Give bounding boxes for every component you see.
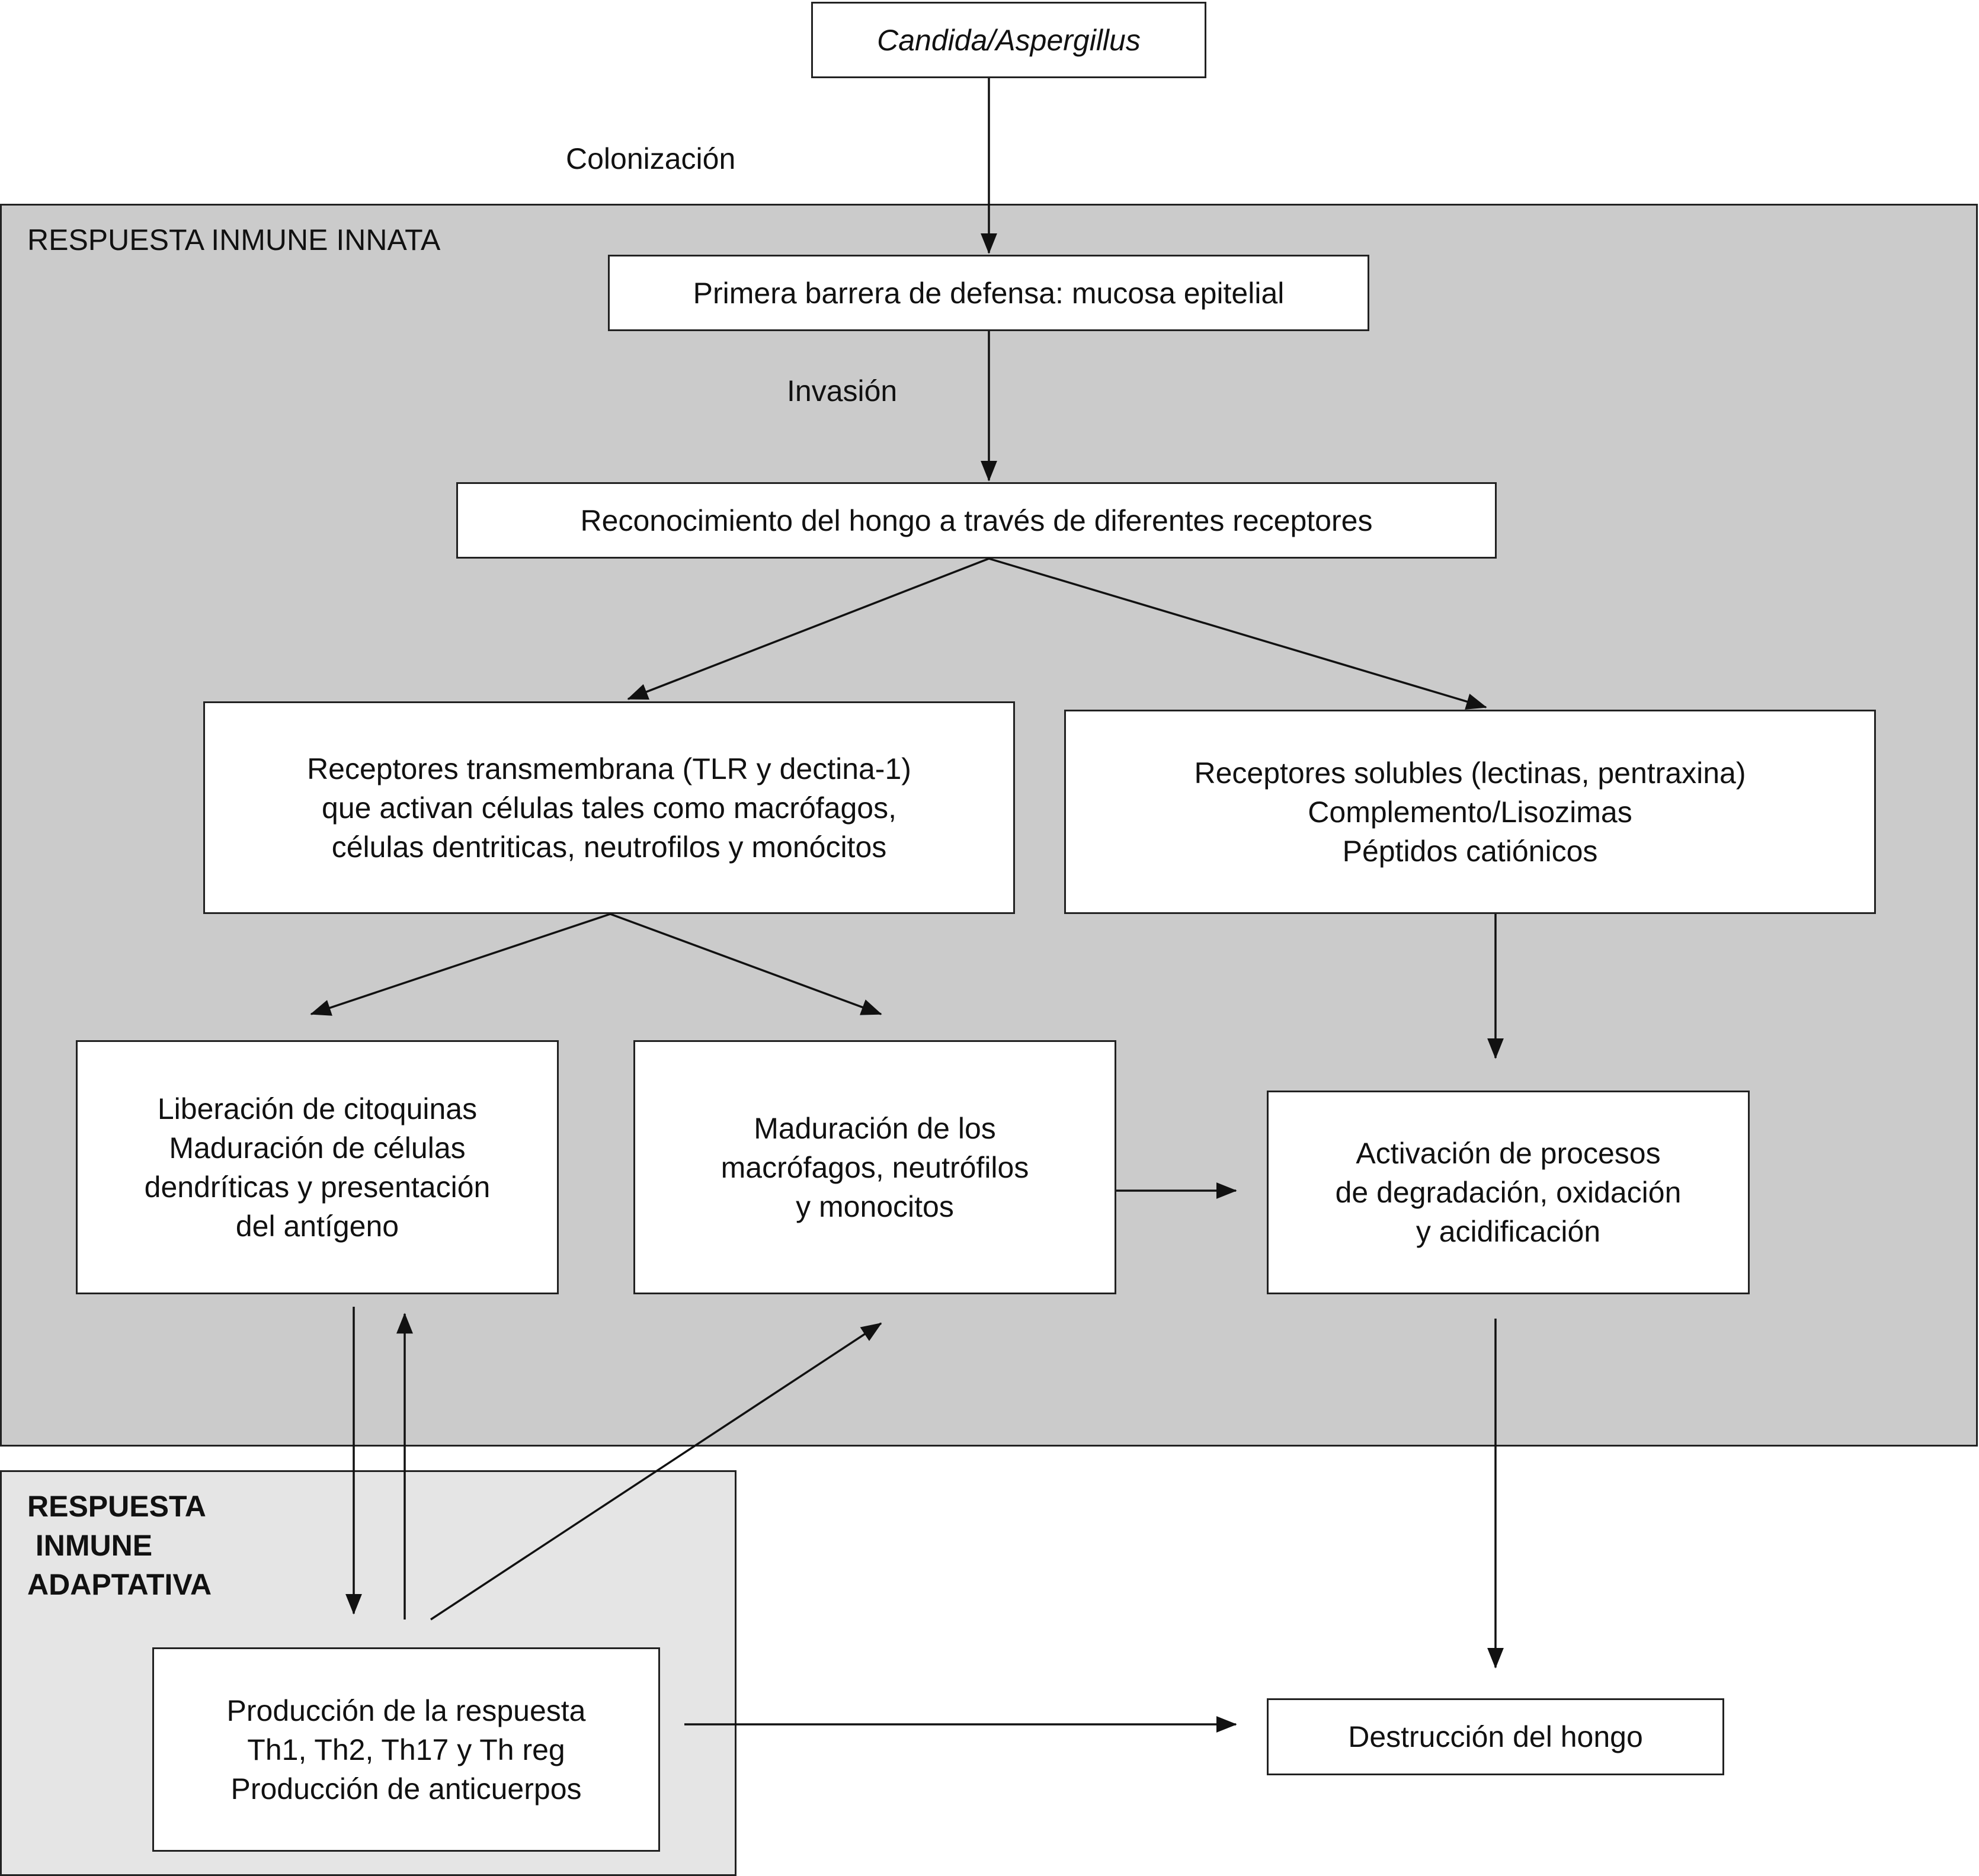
soluble-receptors-node: Receptores solubles (lectinas, pentraxin… (1064, 710, 1876, 914)
recognition-node-text: Reconocimiento del hongo a través de dif… (580, 504, 1373, 537)
soluble-receptors-line-1: Receptores solubles (lectinas, pentraxin… (1194, 756, 1746, 790)
transmembrane-receptors-node: Receptores transmembrana (TLR y dectina-… (203, 701, 1015, 914)
arrow-adaptive-to-maturation (430, 1322, 882, 1621)
th-response-production-line-1: Producción de la respuesta (226, 1694, 586, 1727)
fungus-destruction-node: Destrucción del hongo (1267, 1698, 1724, 1775)
arrow-transmembrane-to-maturation (610, 913, 882, 1015)
invasion-label: Invasión (787, 374, 898, 408)
degradation-activation-line-2: de degradación, oxidación (1335, 1176, 1682, 1209)
transmembrane-receptors-line-2: que activan células tales como macrófago… (322, 791, 896, 825)
phagocyte-maturation-node: Maduración de los macrófagos, neutrófilo… (633, 1040, 1116, 1294)
pathogen-node: Candida/Aspergillus (811, 2, 1206, 78)
cytokine-release-line-1: Liberación de citoquinas (157, 1092, 478, 1125)
th-response-production-line-3: Producción de anticuerpos (230, 1772, 582, 1806)
fungus-destruction-node-text: Destrucción del hongo (1348, 1720, 1643, 1753)
adaptive-response-title-line-3: ADAPTATIVA (27, 1568, 212, 1601)
phagocyte-maturation-line-2: macrófagos, neutrófilos (720, 1150, 1029, 1184)
cytokine-release-line-4: del antígeno (235, 1209, 399, 1243)
cytokine-release-line-2: Maduración de células (169, 1131, 466, 1165)
phagocyte-maturation-line-1: Maduración de los (754, 1111, 996, 1145)
epithelial-barrier-node: Primera barrera de defensa: mucosa epite… (608, 255, 1369, 331)
transmembrane-receptors-line-1: Receptores transmembrana (TLR y dectina-… (307, 752, 911, 785)
pathogen-node-text: Candida/Aspergillus (877, 23, 1141, 57)
soluble-receptors-line-3: Péptidos catiónicos (1342, 834, 1598, 868)
cytokine-release-line-3: dendríticas y presentación (144, 1170, 491, 1204)
adaptive-response-title-line-1: RESPUESTA (27, 1490, 206, 1523)
degradation-activation-line-1: Activación de procesos (1356, 1137, 1661, 1170)
adaptive-response-title-line-2: INMUNE (27, 1529, 153, 1562)
arrow-transmembrane-to-cytokines (310, 913, 611, 1016)
transmembrane-receptors-line-3: células dentriticas, neutrofilos y monóc… (331, 830, 887, 864)
epithelial-barrier-node-text: Primera barrera de defensa: mucosa epite… (693, 276, 1285, 310)
th-response-production-line-2: Th1, Th2, Th17 y Th reg (247, 1733, 565, 1766)
th-response-production-node: Producción de la respuesta Th1, Th2, Th1… (152, 1647, 660, 1852)
phagocyte-maturation-line-3: y monocitos (796, 1189, 954, 1223)
cytokine-release-node: Liberación de citoquinas Maduración de c… (76, 1040, 559, 1294)
colonization-label: Colonización (566, 142, 736, 175)
degradation-activation-line-3: y acidificación (1416, 1215, 1601, 1248)
soluble-receptors-line-2: Complemento/Lisozimas (1308, 795, 1632, 829)
innate-response-title: RESPUESTA INMUNE INNATA (27, 223, 441, 256)
arrow-recognition-to-transmembrane (627, 557, 989, 700)
arrow-recognition-to-soluble (988, 557, 1487, 710)
recognition-node: Reconocimiento del hongo a través de dif… (456, 482, 1497, 559)
degradation-activation-node: Activación de procesos de degradación, o… (1267, 1091, 1750, 1294)
